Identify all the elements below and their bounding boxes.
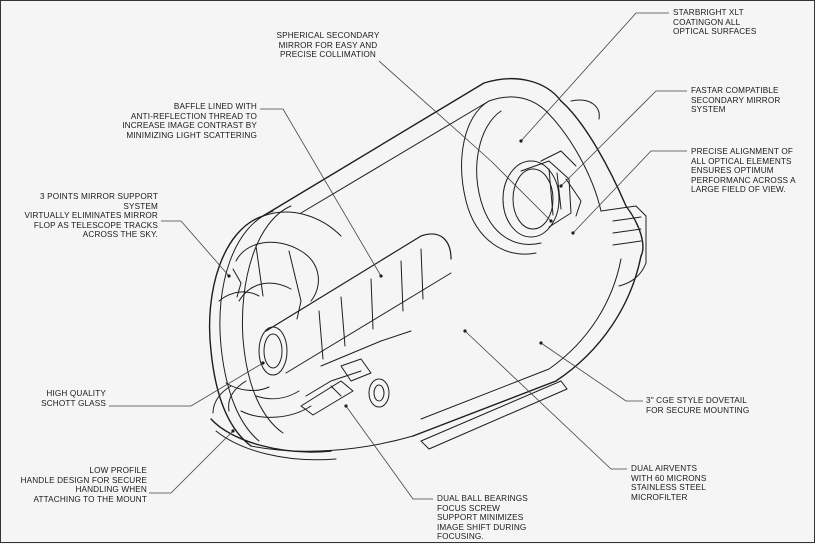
corrector-and-secondary-mirror — [461, 100, 582, 255]
callout-schott-glass: HIGH QUALITY SCHOTT GLASS — [41, 389, 106, 408]
callout-baffle: BAFFLE LINED WITH ANTI-REFLECTION THREAD… — [122, 102, 257, 140]
leader-starbright — [520, 12, 669, 142]
leader-dovetail — [540, 342, 643, 402]
dovetail-bar — [420, 380, 568, 450]
rear-cell-body — [208, 205, 414, 452]
handle — [210, 380, 337, 461]
leader-baffle — [260, 108, 382, 277]
leader-mirror-support — [161, 220, 230, 277]
callout-mirror-support: 3 POINTS MIRROR SUPPORT SYSTEM VIRTUALLY… — [24, 192, 158, 240]
focus-mechanism — [300, 358, 390, 416]
optical-tube — [262, 77, 647, 437]
leader-spherical-secondary — [378, 60, 552, 222]
leader-precise-alignment — [572, 150, 687, 234]
leader-ball-bearings — [345, 405, 433, 500]
callout-ball-bearings: DUAL BALL BEARINGS FOCUS SCREW SUPPORT M… — [437, 494, 528, 542]
leader-fastar — [560, 90, 687, 187]
callout-handle: LOW PROFILE HANDLE DESIGN FOR SECURE HAN… — [20, 466, 147, 504]
leader-lines — [109, 12, 687, 500]
callout-fastar: FASTAR COMPATIBLE SECONDARY MIRROR SYSTE… — [691, 86, 781, 115]
callout-starbright: STARBRIGHT XLT COATINGON ALL OPTICAL SUR… — [673, 8, 757, 37]
leader-dots — [227, 139, 575, 433]
callout-dovetail: 3" CGE STYLE DOVETAIL FOR SECURE MOUNTIN… — [646, 396, 750, 415]
callout-precise-alignment: PRECISE ALIGNMENT OF ALL OPTICAL ELEMENT… — [691, 147, 796, 195]
callout-spherical-secondary: SPHERICAL SECONDARY MIRROR FOR EASY AND … — [276, 31, 380, 60]
callout-airvents: DUAL AIRVENTS WITH 60 MICRONS STAINLESS … — [631, 464, 707, 502]
leader-airvents — [464, 330, 627, 470]
baffle-tube — [258, 233, 452, 376]
leader-handle — [149, 430, 234, 494]
leader-schott-glass — [109, 362, 264, 407]
